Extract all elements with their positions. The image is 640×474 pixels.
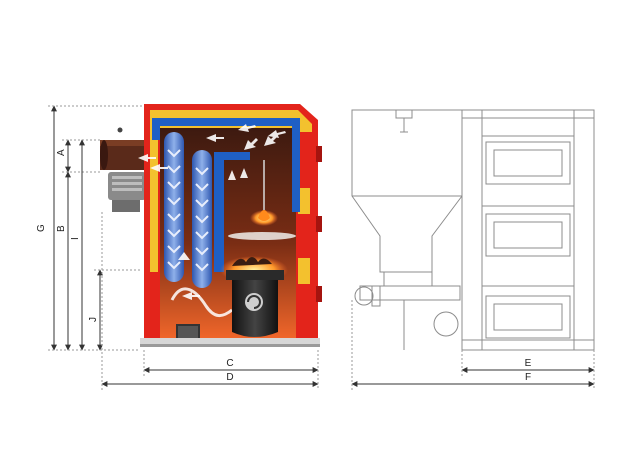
door-middle [485, 213, 571, 257]
bottom-dimensions-left [101, 212, 319, 390]
door-lower [485, 295, 571, 339]
auger-motor [354, 286, 374, 306]
left-dimensions [48, 105, 144, 351]
flame-icon [228, 160, 296, 240]
burner-pot [220, 256, 288, 337]
dim-label-B: B [56, 225, 67, 232]
dim-label-C: C [226, 358, 233, 369]
heat-exchanger [164, 132, 212, 288]
dim-label-F: F [525, 372, 531, 383]
boiler-cutaway [100, 104, 322, 347]
door-upper [485, 141, 571, 185]
insulation-left [150, 132, 158, 272]
dim-label-J: J [88, 317, 99, 322]
dim-label-G: G [36, 224, 47, 232]
dim-label-D: D [226, 372, 233, 383]
boiler-side-view [351, 109, 595, 351]
door-hinges [316, 146, 322, 302]
air-flow-curve [170, 287, 233, 317]
fan-motor-icon [108, 172, 146, 212]
bottom-dimensions-right [351, 300, 595, 390]
dim-label-A: A [56, 149, 67, 156]
dim-label-E: E [525, 358, 532, 369]
arrow-up-icon [138, 124, 286, 300]
feeder-wheel [433, 311, 459, 337]
flue-opening [100, 140, 108, 170]
water-jacket-divider [214, 152, 224, 272]
boiler-base [140, 338, 320, 346]
dim-label-I: I [70, 237, 81, 240]
